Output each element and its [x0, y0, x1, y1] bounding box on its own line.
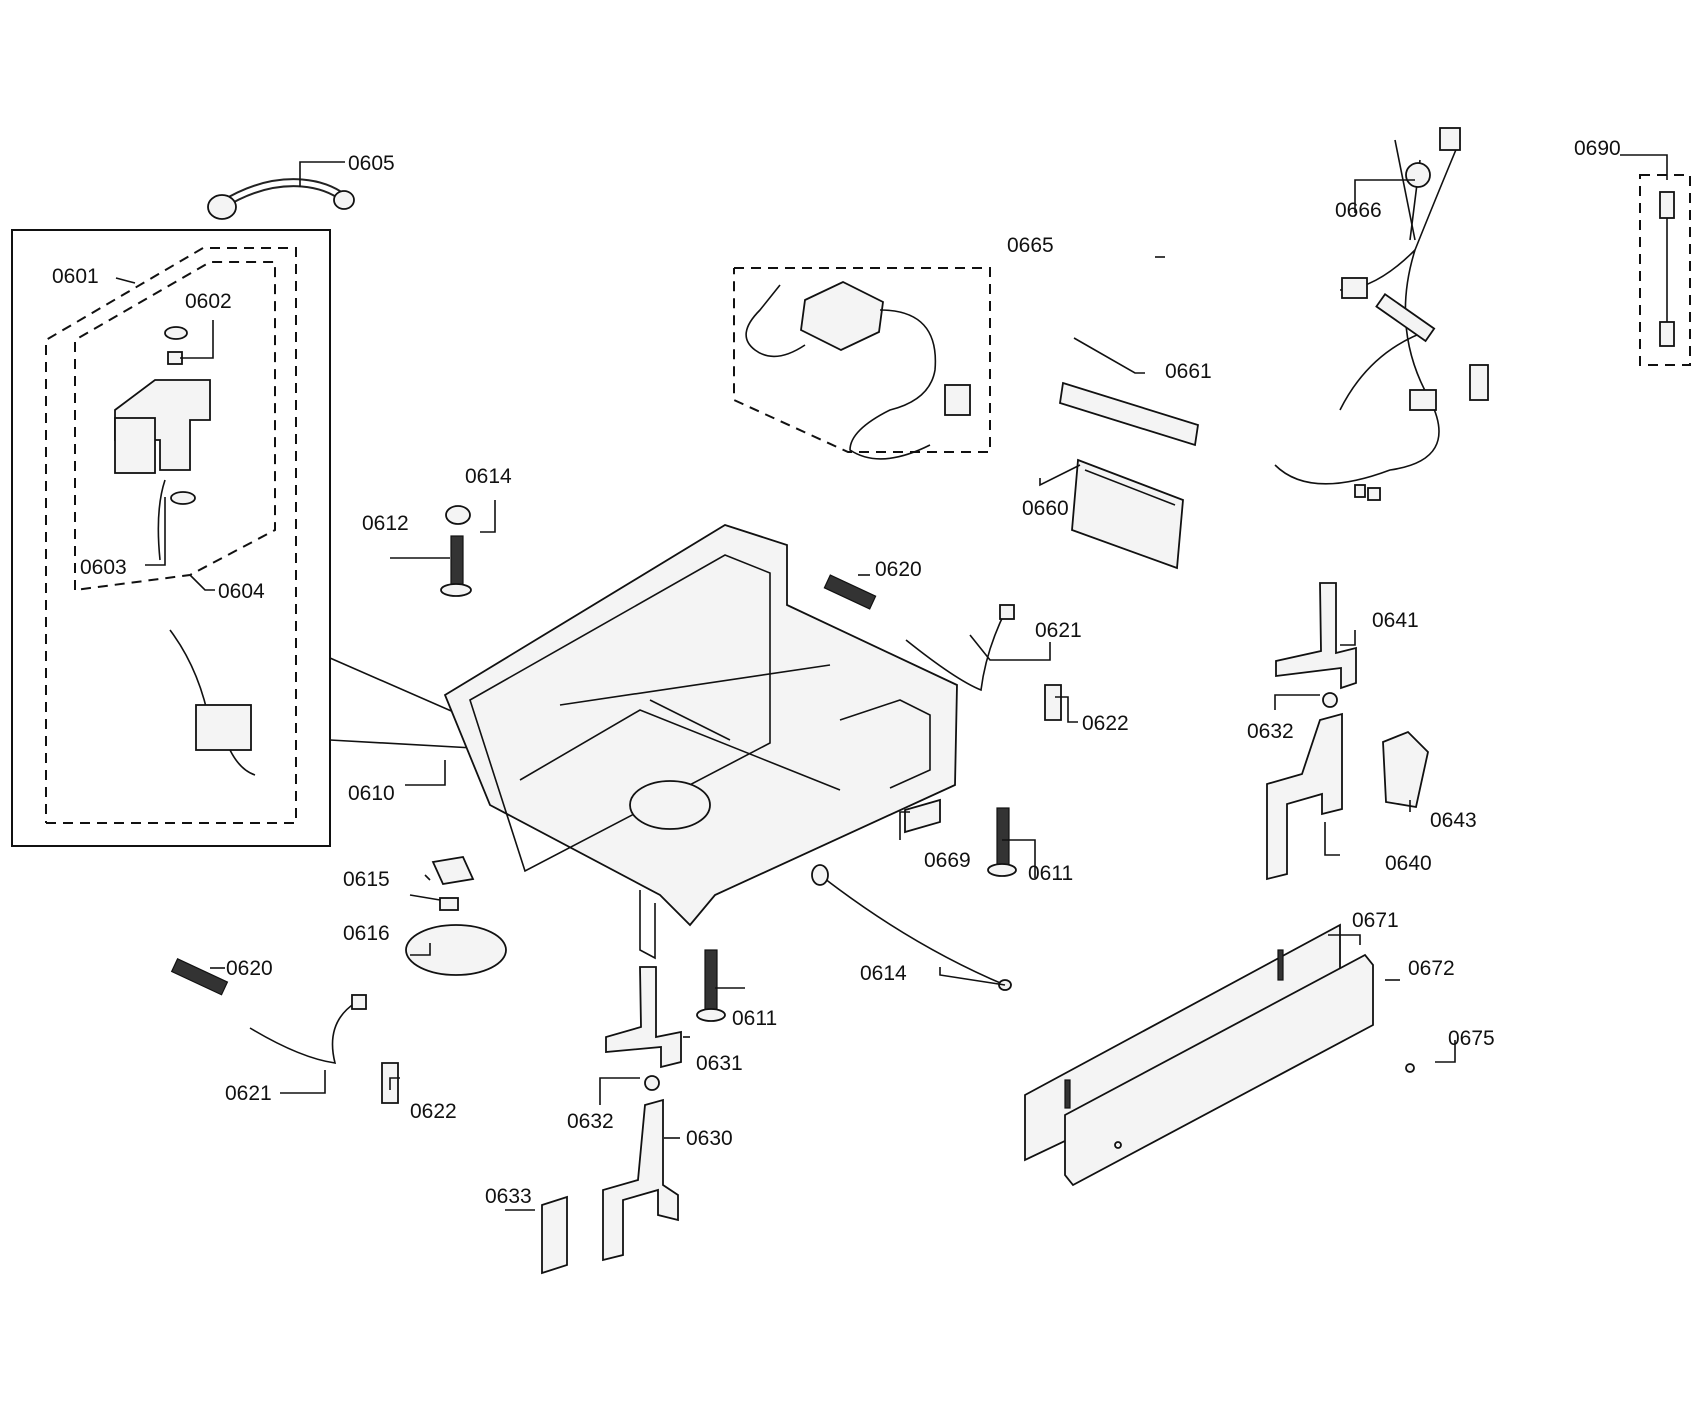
callout-0640: 0640: [1385, 852, 1432, 875]
callout-0612: 0612: [362, 512, 409, 535]
callout-0669: 0669: [924, 849, 971, 872]
callout-0616: 0616: [343, 922, 390, 945]
callout-0614-top: 0614: [465, 465, 512, 488]
callout-labels: 0601 0602 0603 0604 0605 0610 0611 0611 …: [52, 137, 1621, 1208]
callout-0633: 0633: [485, 1185, 532, 1208]
callout-0611-right: 0611: [1028, 862, 1073, 885]
callout-0660: 0660: [1022, 497, 1069, 520]
callout-0620-right: 0620: [875, 558, 922, 581]
callout-0630: 0630: [686, 1127, 733, 1150]
hose-part-0605: [207, 178, 355, 220]
callout-0661: 0661: [1165, 360, 1212, 383]
callout-0632-bottom: 0632: [567, 1110, 614, 1133]
callout-0610: 0610: [348, 782, 395, 805]
callout-0601: 0601: [52, 265, 99, 288]
callout-0675: 0675: [1448, 1027, 1495, 1050]
callout-0603: 0603: [80, 556, 127, 579]
callout-0604: 0604: [218, 580, 265, 603]
callout-0621-left: 0621: [225, 1082, 272, 1105]
callout-0621-right: 0621: [1035, 619, 1082, 642]
small-parts: [170, 505, 1429, 1275]
tub-base-0610: [443, 524, 958, 960]
callout-0643: 0643: [1430, 809, 1477, 832]
callout-0631: 0631: [696, 1052, 743, 1075]
inlet-valve-detail-box: [11, 229, 546, 847]
callout-0620-left: 0620: [226, 957, 273, 980]
wiring-harness-0666: [1274, 127, 1489, 501]
callout-0665: 0665: [1007, 234, 1054, 257]
callout-0611-bottom: 0611: [732, 1007, 777, 1030]
callout-0615: 0615: [343, 868, 390, 891]
callout-0602: 0602: [185, 290, 232, 313]
inlet-valve-part: [114, 326, 256, 776]
callout-0605: 0605: [348, 152, 395, 175]
callout-0671: 0671: [1352, 909, 1399, 932]
callout-0641: 0641: [1372, 609, 1419, 632]
callout-0666: 0666: [1335, 199, 1382, 222]
power-box-group-0665: [733, 267, 991, 460]
leader-lines: [115, 154, 1668, 1211]
callout-0614-cable: 0614: [860, 962, 907, 985]
callout-0672: 0672: [1408, 957, 1455, 980]
callout-0622-left: 0622: [410, 1100, 457, 1123]
part-kit-0690: [1639, 174, 1691, 366]
callout-0632-right: 0632: [1247, 720, 1294, 743]
callout-0690: 0690: [1574, 137, 1621, 160]
callout-0622-right: 0622: [1082, 712, 1129, 735]
part-0660-0661: [1058, 381, 1200, 570]
